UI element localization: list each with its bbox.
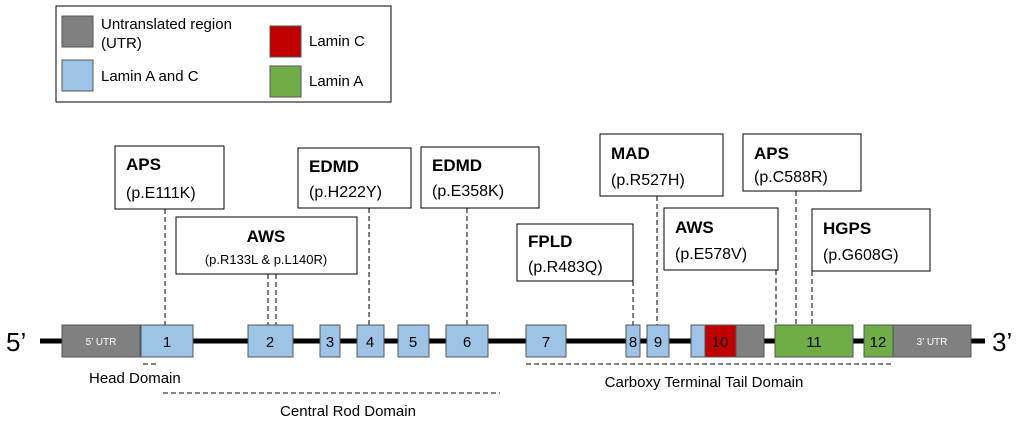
- callout-box-mad-r527h: [599, 133, 724, 197]
- exon-7: [525, 324, 567, 358]
- callout-box-edmd-h222y: [297, 147, 412, 209]
- callout-box-fpld-r483q: [516, 223, 634, 282]
- callout-variant-h222y: (p.H222Y): [309, 184, 382, 201]
- callout-box-aws-r133l-l140r: [175, 216, 358, 275]
- callout-variant-r133l-l140r: (p.R133L & p.L140R): [205, 252, 327, 267]
- exons: 5’ UTR 1 2 3 4 5 6 7 8 9 10 11 12 3’ UTR: [61, 324, 972, 358]
- callout-disease-hgps: HGPS: [823, 219, 871, 238]
- mutation-callouts: APS (p.E111K) AWS (p.R133L & p.L140R) ED…: [114, 133, 931, 282]
- exon-2-label: 2: [266, 334, 274, 351]
- legend-label-lamin-a-and-c: Lamin A and C: [101, 68, 199, 85]
- exon-3: [319, 324, 341, 358]
- callout-box-aws-e578v: [663, 207, 779, 271]
- three-utr-label: 3’ UTR: [917, 337, 948, 348]
- callout-variant-r527h: (p.R527H): [611, 172, 685, 189]
- five-utr-block: [61, 324, 141, 358]
- exon-1-label: 1: [163, 334, 171, 351]
- legend-label-utr: Untranslated region: [101, 16, 232, 33]
- exon-10-label: 10: [712, 334, 729, 351]
- callout-variant-g608g: (p.G608G): [823, 247, 899, 264]
- exon-4: [356, 324, 385, 358]
- legend-label-lamin-a: Lamin A: [309, 73, 363, 90]
- exon-9: [646, 324, 670, 358]
- exon-6-label: 6: [463, 334, 471, 351]
- callout-disease-mad: MAD: [611, 144, 650, 163]
- callout-box-hgps-g608g: [811, 208, 931, 272]
- exon-10-utr-part: [735, 324, 765, 358]
- exon-12: [863, 324, 894, 358]
- exon-1: [140, 324, 194, 358]
- callout-box-aps-e111k: [114, 145, 225, 210]
- head-domain-label: Head Domain: [89, 370, 181, 387]
- three-utr-block: [892, 324, 972, 358]
- callout-disease-aws-1: AWS: [247, 227, 286, 246]
- callout-disease-aps-2: APS: [754, 144, 789, 163]
- legend-swatch-lamin-a: [269, 65, 302, 98]
- exon-6: [445, 324, 489, 358]
- callout-variant-r483q: (p.R483Q): [528, 259, 603, 276]
- callout-box-aps-c588r: [742, 133, 862, 192]
- callout-box-edmd-e358k: [420, 146, 540, 209]
- five-utr-label: 5’ UTR: [86, 337, 117, 348]
- callout-variant-c588r: (p.C588R): [754, 169, 828, 186]
- callout-disease-edmd-2: EDMD: [432, 156, 482, 175]
- exon-5: [397, 324, 430, 358]
- legend-frame: [55, 5, 392, 103]
- legend-swatch-utr: [61, 15, 94, 48]
- carboxy-tail-domain-label: Carboxy Terminal Tail Domain: [605, 374, 804, 391]
- legend: Untranslated region (UTR) Lamin A and C …: [55, 5, 392, 103]
- callout-disease-aws-2: AWS: [675, 218, 714, 237]
- exon-11: [774, 324, 854, 358]
- legend-label-utr-abbr: (UTR): [101, 35, 142, 52]
- exon-4-label: 4: [366, 334, 374, 351]
- exon-8-label: 8: [629, 334, 637, 351]
- exon-2: [247, 324, 294, 358]
- exon-12-label: 12: [870, 334, 887, 351]
- domains: Head Domain Central Rod Domain Carboxy T…: [89, 363, 893, 420]
- callout-variant-e358k: (p.E358K): [432, 183, 504, 200]
- five-prime-label: 5’: [6, 327, 26, 357]
- callout-disease-fpld: FPLD: [528, 232, 572, 251]
- callout-variant-e578v: (p.E578V): [675, 246, 747, 263]
- exon-5-label: 5: [409, 334, 417, 351]
- callout-disease-edmd-1: EDMD: [309, 157, 359, 176]
- legend-swatch-lamin-a-and-c: [61, 59, 94, 92]
- exon-10-shared-part: [690, 324, 706, 358]
- legend-swatch-lamin-c: [269, 25, 302, 58]
- exon-11-label: 11: [806, 334, 822, 351]
- three-prime-label: 3’: [992, 327, 1012, 357]
- exon-9-label: 9: [654, 334, 662, 351]
- legend-label-lamin-c: Lamin C: [309, 33, 365, 50]
- callout-connectors: [164, 191, 813, 325]
- exon-8: [625, 324, 641, 358]
- callout-disease-aps-1: APS: [126, 155, 161, 174]
- exon-3-label: 3: [326, 334, 334, 351]
- exon-7-label: 7: [542, 334, 550, 351]
- central-rod-domain-label: Central Rod Domain: [280, 403, 416, 420]
- exon-10-lamin-c-part: [704, 324, 737, 358]
- callout-variant-e111k: (p.E111K): [126, 185, 196, 202]
